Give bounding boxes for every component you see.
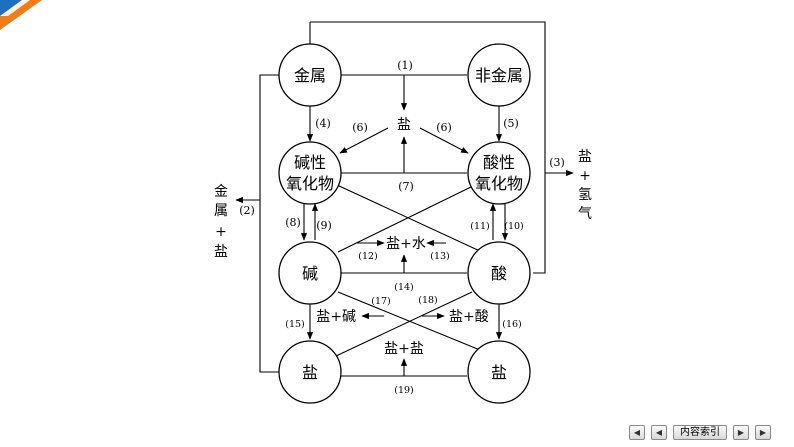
label-15: (15) xyxy=(285,319,305,330)
label-8: (8) xyxy=(285,216,301,229)
label-12: (12) xyxy=(358,251,378,262)
svg-text:氧化物: 氧化物 xyxy=(475,174,523,193)
svg-text:非金属: 非金属 xyxy=(475,66,523,85)
basic-oxide-acid-line xyxy=(336,184,483,253)
svg-text:氢: 氢 xyxy=(578,187,592,203)
label-13: (13) xyxy=(430,251,450,262)
svg-text:酸性: 酸性 xyxy=(483,153,515,172)
svg-text:气: 气 xyxy=(578,206,592,222)
svg-text:盐: 盐 xyxy=(302,363,318,382)
node-basic-oxide: 碱性 氧化物 xyxy=(278,141,342,205)
last-page-icon: ▶ xyxy=(759,428,767,437)
label-7: (7) xyxy=(398,180,414,193)
acidic-oxide-base-line xyxy=(337,185,474,253)
svg-text:盐: 盐 xyxy=(214,244,228,260)
node-acid: 酸 xyxy=(467,241,531,305)
label-10: (10) xyxy=(504,221,524,232)
nav-first-button[interactable]: ◀ xyxy=(629,425,645,440)
base-salt-right-line xyxy=(337,291,481,351)
label-14: (14) xyxy=(394,282,414,293)
node-salt-left: 盐 xyxy=(278,340,342,404)
label-1: (1) xyxy=(397,59,413,72)
svg-text:+: + xyxy=(579,168,591,184)
svg-text:酸: 酸 xyxy=(491,264,507,283)
node-salt-right: 盐 xyxy=(467,340,531,404)
product-metal-salt: 金 属 + 盐 xyxy=(214,184,228,260)
next-page-icon: ▶ xyxy=(737,428,745,437)
node-base: 碱 xyxy=(278,241,342,305)
product-salt-salt: 盐+盐 xyxy=(384,341,424,357)
node-nonmetal: 非金属 xyxy=(467,43,531,107)
first-page-icon: ◀ xyxy=(633,428,641,437)
svg-text:盐: 盐 xyxy=(578,149,592,165)
product-salt-top: 盐 xyxy=(397,117,411,133)
label-9: (9) xyxy=(316,219,332,232)
label-18: (18) xyxy=(418,295,438,306)
node-metal: 金属 xyxy=(278,43,342,107)
nav-prev-button[interactable]: ◀ xyxy=(651,425,667,440)
nav-next-button[interactable]: ▶ xyxy=(733,425,749,440)
label-6-right: (6) xyxy=(436,121,452,134)
acid-to-hydrogen-line xyxy=(337,21,546,274)
label-4: (4) xyxy=(315,117,331,130)
nav-last-button[interactable]: ▶ xyxy=(755,425,771,440)
label-19: (19) xyxy=(394,385,414,396)
svg-text:碱: 碱 xyxy=(302,264,318,283)
acid-salt-left-line xyxy=(335,291,473,357)
label-6-left: (6) xyxy=(352,121,368,134)
metal-salt-left-line xyxy=(259,74,280,373)
product-salt-base: 盐+碱 xyxy=(316,309,356,325)
label-2: (2) xyxy=(239,204,255,217)
svg-text:属: 属 xyxy=(214,203,228,219)
nav-toc-button[interactable]: 内容索引 xyxy=(673,425,727,440)
arrow-6-left xyxy=(339,127,389,154)
label-5: (5) xyxy=(503,117,519,130)
svg-text:+: + xyxy=(215,224,227,240)
arrow-6-right xyxy=(419,127,469,154)
svg-text:盐: 盐 xyxy=(491,363,507,382)
prev-page-icon: ◀ xyxy=(655,428,663,437)
label-17: (17) xyxy=(371,296,391,307)
svg-text:金属: 金属 xyxy=(294,66,326,85)
node-acidic-oxide: 酸性 氧化物 xyxy=(467,141,531,205)
svg-text:金: 金 xyxy=(214,184,228,200)
label-16: (16) xyxy=(502,319,522,330)
product-salt-hydrogen: 盐 + 氢 气 xyxy=(578,149,592,222)
product-salt-water: 盐+水 xyxy=(386,236,426,252)
label-3: (3) xyxy=(549,156,565,169)
svg-text:碱性: 碱性 xyxy=(294,153,326,172)
svg-text:氧化物: 氧化物 xyxy=(286,174,334,193)
nav-bar: ◀ ◀ 内容索引 ▶ ▶ xyxy=(629,425,771,440)
corner-logo xyxy=(0,0,42,30)
label-11: (11) xyxy=(470,221,490,232)
product-salt-acid: 盐+酸 xyxy=(449,309,489,325)
